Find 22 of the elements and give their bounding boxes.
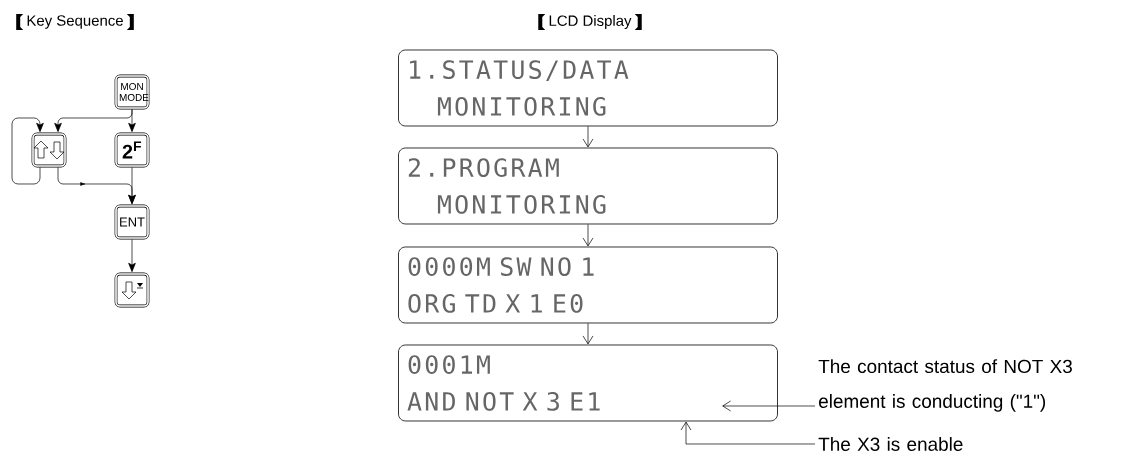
section-heading: LCD Display: [538, 14, 642, 30]
lcd-screen: 1.STATUS/DATA MONITORING: [398, 49, 778, 127]
leader-line: [680, 421, 816, 445]
arrow: [582, 323, 594, 345]
arrow: [54, 109, 133, 132]
key-button: ENT: [114, 204, 150, 240]
key-button: 2$^{F}$: [114, 132, 150, 168]
annotation-text: The X3 is enable: [818, 437, 963, 451]
arrow: [582, 126, 594, 148]
arrow: [582, 224, 594, 247]
lcd-screen: 0000M SW NO 1 ORG TD X 1 E0: [398, 246, 778, 324]
key-button: MON MODE: [114, 74, 150, 110]
lcd-screen: 2.PROGRAM MONITORING: [398, 147, 778, 225]
lcd-screen: 0001M AND NOT X 3 E1: [398, 344, 778, 422]
arrow: [128, 167, 136, 204]
key-button: [114, 272, 150, 308]
section-heading: Key Sequence: [16, 14, 134, 30]
arrow: [11, 117, 44, 185]
key-button: [31, 132, 67, 168]
arrow: [128, 239, 136, 272]
leader-line: [722, 400, 816, 412]
annotation-text: The contact status of NOT X3 element is conducting ("1"): [818, 359, 1072, 412]
